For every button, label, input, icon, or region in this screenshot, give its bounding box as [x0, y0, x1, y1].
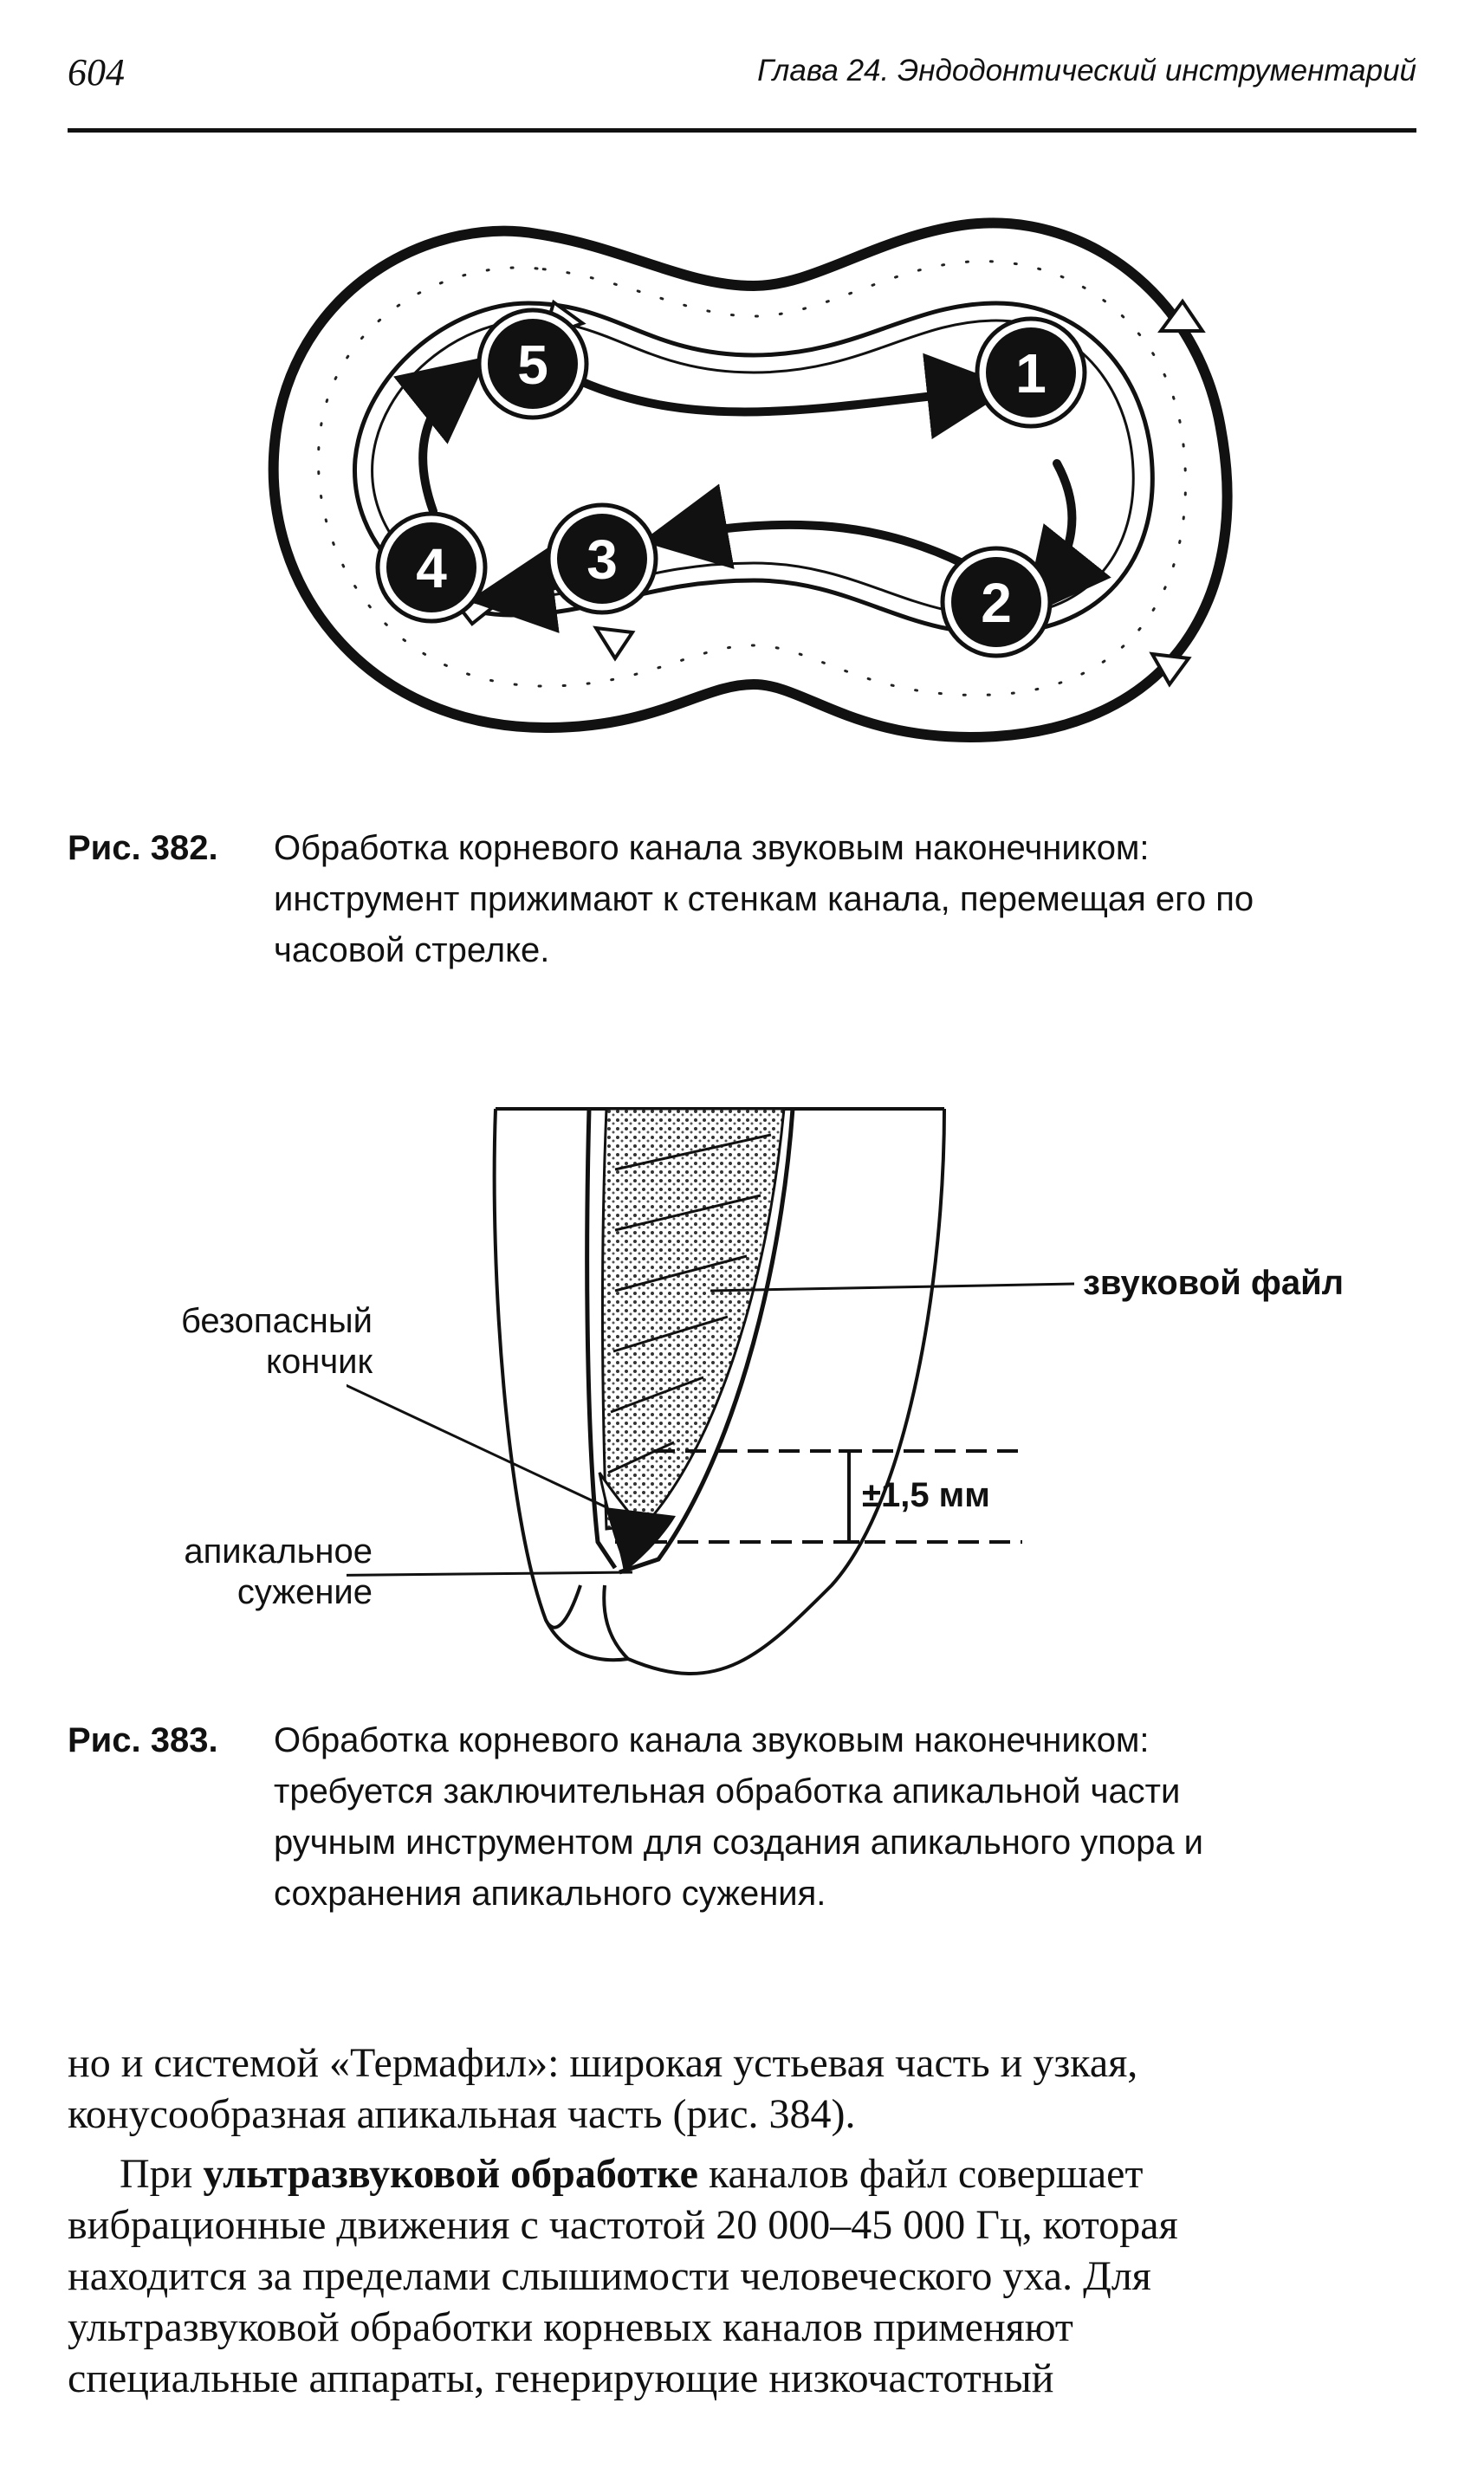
- canal-wall-right: [619, 1108, 795, 1575]
- figure-382-caption-label: Рис. 382.: [68, 829, 218, 867]
- body-line: конусообразная апикальная часть (рис. 38…: [68, 2091, 856, 2137]
- header-rule: [68, 128, 1416, 133]
- apical-constriction: [605, 1507, 676, 1572]
- figure-383-caption-label: Рис. 383.: [68, 1721, 218, 1759]
- body-text-run: каналов файл совершает: [697, 2151, 1144, 2197]
- step-2-marker: 2: [940, 546, 1053, 658]
- step-2-label: 2: [981, 572, 1012, 634]
- sonic-file: [600, 1107, 786, 1531]
- step-4-label: 4: [416, 537, 447, 599]
- root-outline: [268, 217, 1233, 742]
- body-line: но и системой «Термафил»: широкая устьев…: [68, 2040, 1138, 2086]
- label-safe-tip: безопасный кончик: [130, 1301, 373, 1383]
- label-apical-constriction: апикальное сужение: [130, 1532, 373, 1613]
- chapter-title: Глава 24. Эндодонтический инструментарий: [757, 54, 1416, 87]
- step-5-marker: 5: [476, 308, 589, 420]
- label-measure: ±1,5 мм: [862, 1476, 990, 1514]
- step-5-label: 5: [517, 334, 548, 396]
- body-bold-term: ультразвуковой обработке: [203, 2151, 698, 2197]
- root-left-outline: [492, 1108, 582, 1629]
- step-1-marker: 1: [975, 316, 1087, 429]
- body-paragraph-1: но и системой «Термафил»: широкая устьев…: [68, 2037, 1416, 2140]
- arrow-5-to-1: [576, 353, 1014, 440]
- figure-383-caption-line: сохранения апикального сужения.: [274, 1875, 826, 1913]
- label-apical-line2: сужение: [237, 1573, 373, 1611]
- figure-382-caption-line: инструмент прижимают к стенкам канала, п…: [274, 880, 1254, 918]
- arrow-4-to-5: [393, 356, 489, 515]
- body-text-run: При: [120, 2151, 204, 2197]
- label-apical-line1: апикальное: [184, 1532, 373, 1571]
- label-safe-tip-line1: безопасный: [180, 1302, 373, 1340]
- canal-wall-left: [585, 1108, 618, 1570]
- body-line: ультразвуковой обработки корневых канало…: [68, 2304, 1073, 2350]
- figure-382-caption-line: часовой стрелке.: [274, 931, 550, 969]
- leader-sonic-file: [710, 1282, 1075, 1292]
- step-3-marker: 3: [546, 502, 658, 615]
- figure-382-diagram: 1 2 3 4 5: [268, 217, 1233, 742]
- label-safe-tip-line2: кончик: [266, 1343, 373, 1381]
- apex-lower: [544, 1619, 629, 1662]
- figure-383-caption-line: ручным инструментом для создания апикаль…: [274, 1823, 1204, 1862]
- root-right-outline: [602, 1108, 946, 1675]
- label-sonic-file: звуковой файл: [1083, 1264, 1345, 1302]
- figure-382-caption: Рис. 382. Обработка корневого канала зву…: [68, 823, 1416, 979]
- body-line: специальные аппараты, генерирующие низко…: [68, 2355, 1054, 2401]
- body-line: При ультразвуковой обработке каналов фай…: [68, 2148, 1416, 2199]
- figure-382-caption-line: Обработка корневого канала звуковым нако…: [274, 829, 1150, 867]
- step-1-label: 1: [1015, 342, 1047, 405]
- figure-383-caption: Рис. 383. Обработка корневого канала зву…: [68, 1715, 1416, 1923]
- arrow-2-to-3: [641, 483, 983, 576]
- figure-383-caption-line: Обработка корневого канала звуковым нако…: [274, 1721, 1150, 1759]
- arrow-1-to-2: [1023, 459, 1111, 619]
- page-number: 604: [68, 51, 125, 94]
- body-line: вибрационные движения с частотой 20 000–…: [68, 2202, 1178, 2248]
- figure-383-diagram: [347, 1107, 1075, 1675]
- body-paragraph-2: При ультразвуковой обработке каналов фай…: [68, 2148, 1416, 2404]
- body-line: находится за пределами слышимости челове…: [68, 2253, 1151, 2299]
- leader-safe-tip: [347, 1383, 607, 1509]
- leader-apical: [347, 1571, 633, 1577]
- step-4-marker: 4: [375, 511, 488, 624]
- step-3-label: 3: [586, 528, 618, 591]
- figure-383-caption-line: требуется заключительная обработка апика…: [274, 1772, 1181, 1811]
